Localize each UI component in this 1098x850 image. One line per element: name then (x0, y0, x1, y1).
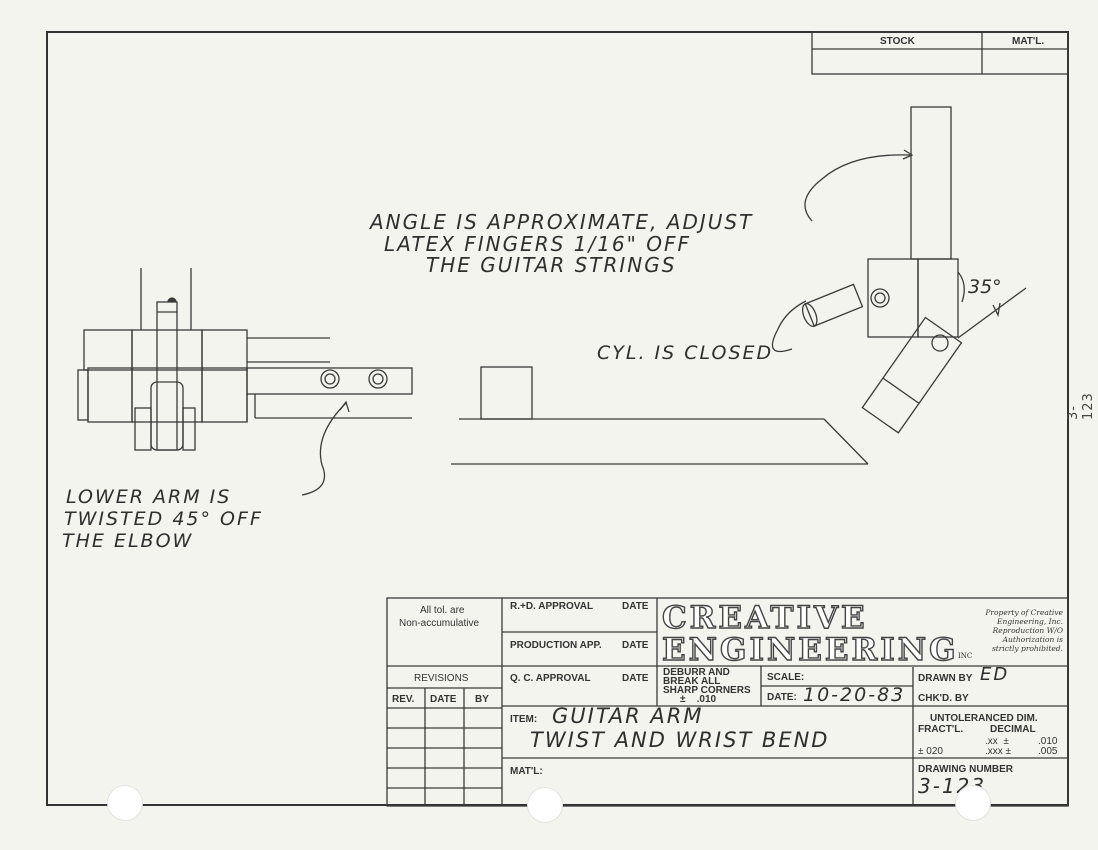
production-date-label: DATE (622, 640, 649, 651)
stock-matl-table (811, 31, 1069, 75)
xxx-value: .005 (1038, 746, 1058, 757)
qc-date-label: DATE (622, 673, 649, 684)
brand-line2: ENGINEERING (661, 631, 959, 668)
property-line1: Property of Creative (985, 608, 1063, 617)
rd-approval-label: R.+D. APPROVAL (510, 601, 594, 612)
drawn-by-value: ED (980, 664, 1010, 685)
matl-label: MAT'L: (510, 766, 543, 777)
punch-hole-right (955, 785, 991, 821)
property-line4: Authorization is (1002, 635, 1063, 644)
angle-note-line3: THE GUITAR STRINGS (426, 253, 677, 277)
fract-label: FRACT'L. (918, 724, 964, 735)
stock-label: STOCK (880, 36, 915, 47)
title-block-grid (386, 597, 1069, 807)
fract-value: ± 020 (918, 746, 943, 757)
brand-line1: CREATIVE (661, 599, 868, 636)
property-line5: strictly prohibited. (991, 644, 1063, 653)
cylinder-note: CYL. IS CLOSED (597, 342, 774, 364)
drawn-by-label: DRAWN BY (918, 673, 973, 684)
tolerance-note-line2: Non-accumulative (399, 618, 480, 629)
qc-approval-label: Q. C. APPROVAL (510, 673, 591, 684)
item-line2: TWIST AND WRIST BEND (530, 728, 830, 752)
untoleranced-label: UNTOLERANCED DIM. (930, 713, 1038, 724)
rev-column: REV. (392, 694, 415, 705)
property-notice: Property of Creative Engineering, Inc. R… (975, 608, 1063, 653)
side-drawing-code: 3-123 (1066, 392, 1096, 420)
by-column: BY (475, 694, 489, 705)
drawing-number-label: DRAWING NUMBER (918, 764, 1013, 775)
angle-value-note: 35° (968, 276, 1002, 298)
angle-note-line2: LATEX FINGERS 1/16" OFF (384, 232, 691, 256)
decimal-label: DECIMAL (990, 724, 1036, 735)
lower-arm-note-line3: THE ELBOW (62, 530, 194, 552)
revisions-label: REVISIONS (414, 673, 469, 684)
angle-note-line1: ANGLE IS APPROXIMATE, ADJUST (370, 210, 754, 234)
xx-value: .010 (1038, 736, 1058, 747)
wrist-assembly (451, 106, 1027, 465)
item-label: ITEM: (510, 714, 538, 725)
scale-label: SCALE: (767, 672, 805, 683)
matl-header-label: MAT'L. (1012, 36, 1045, 47)
property-line3: Reproduction W/O (992, 626, 1063, 635)
lower-arm-note-line1: LOWER ARM IS (66, 486, 232, 508)
tolerance-note-line1: All tol. are (420, 605, 465, 616)
xx-label: .xx ± (985, 736, 1009, 747)
punch-hole-left (107, 785, 143, 821)
deburr-line1: DEBURR AND (663, 667, 730, 678)
property-line2: Engineering, Inc. (997, 617, 1063, 626)
rd-date-label: DATE (622, 601, 649, 612)
date-value: 10-20-83 (803, 684, 906, 706)
deburr-line3: SHARP CORNERS (663, 685, 751, 696)
punch-hole-center (527, 787, 563, 823)
date-label: DATE: (767, 692, 797, 703)
item-line1: GUITAR ARM (552, 704, 704, 728)
production-app-label: PRODUCTION APP. (510, 640, 602, 651)
date-column: DATE (430, 694, 457, 705)
annotation-leaders (301, 149, 1001, 496)
lower-arm-assembly (77, 268, 413, 451)
deburr-tolerance: ± .010 (680, 694, 717, 705)
brand-inc: INC (958, 652, 973, 660)
deburr-line2: BREAK ALL (663, 676, 721, 687)
lower-arm-note-line2: TWISTED 45° OFF (64, 508, 263, 530)
xxx-label: .xxx ± (985, 746, 1012, 757)
checked-by-label: CHK'D. BY (918, 693, 969, 704)
